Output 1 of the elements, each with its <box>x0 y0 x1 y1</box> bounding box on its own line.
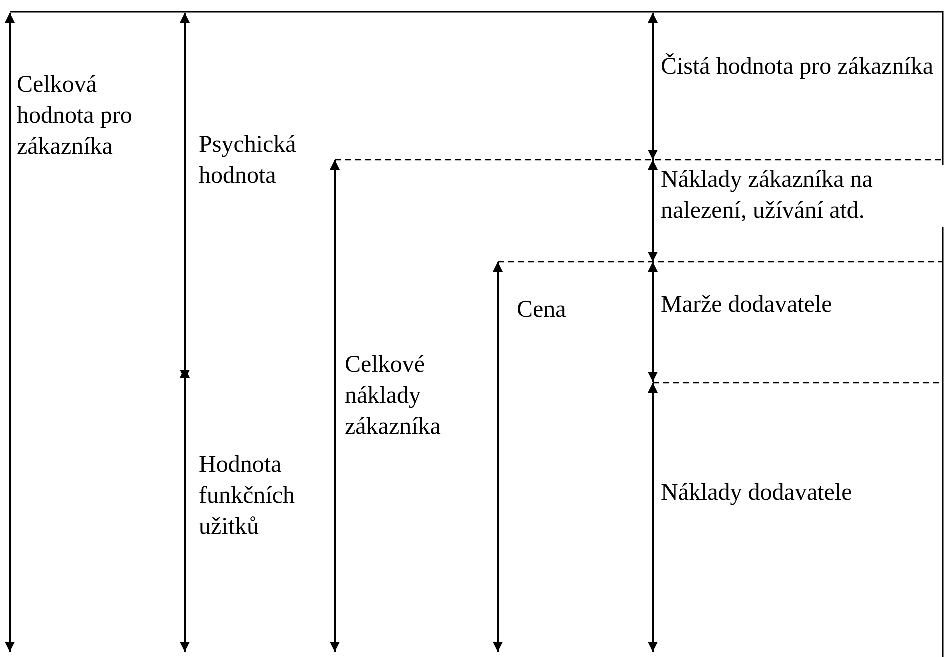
dimension-label: Náklady zákazníka na nalezení, užívání atd. <box>661 165 946 227</box>
